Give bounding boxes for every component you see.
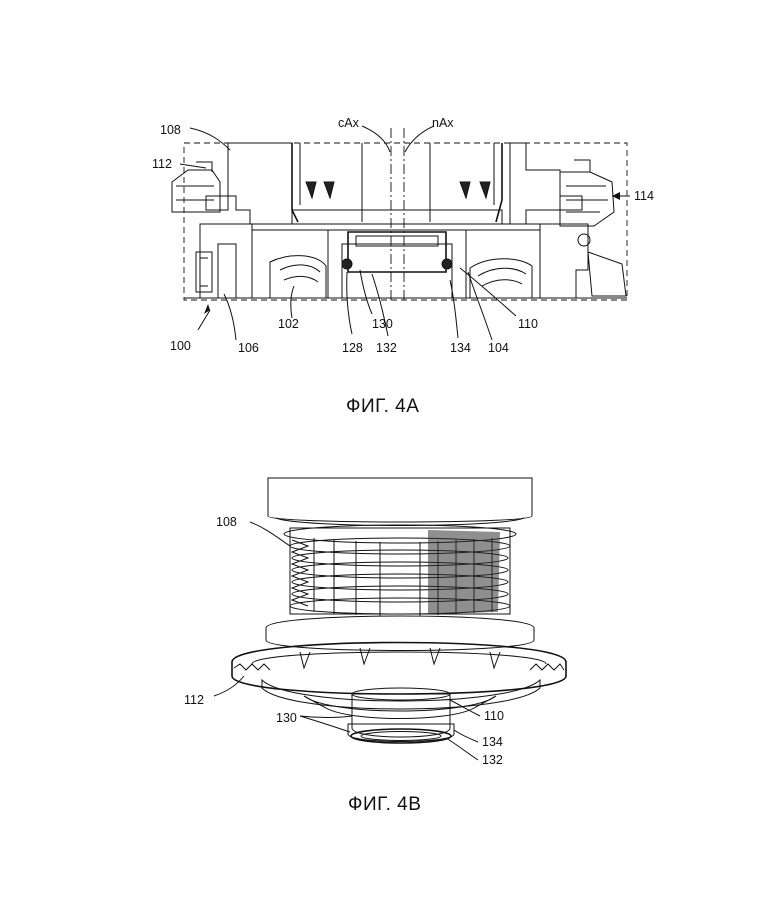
ref-134-b: 134: [482, 735, 503, 749]
ref-110-a: 110: [518, 317, 538, 331]
left-seal-ring: [206, 196, 228, 210]
filter-ribs: [306, 182, 490, 198]
fig4a-leaders: [180, 126, 630, 340]
ref-108-a: 108: [160, 123, 181, 137]
right-filter-seat: [510, 143, 560, 224]
ref-nax: nAx: [432, 116, 454, 130]
clamp-ring-inner: [252, 652, 546, 664]
ref-cax: cAx: [338, 116, 360, 130]
outlet-pipe-left-102: [270, 256, 326, 298]
insert-134: [348, 724, 454, 742]
ref-108-b: 108: [216, 515, 237, 529]
ref-134-a: 134: [450, 341, 471, 355]
caption-fig-4b: ФИГ. 4В: [348, 794, 421, 815]
ref-112-b: 112: [184, 693, 204, 707]
filter-bottom-outer: [252, 224, 540, 230]
left-clamp-ring: [172, 170, 220, 212]
ref-130-a: 130: [372, 317, 393, 331]
ref-102: 102: [278, 317, 299, 331]
left-filter-seat: [228, 143, 292, 224]
ref-128: 128: [342, 341, 363, 355]
caption-fig-4a: ФИГ. 4А: [346, 396, 419, 417]
outlet-pipe-right: [470, 259, 532, 298]
o-ring-right: [442, 259, 452, 269]
arrow-100: [204, 304, 210, 314]
valve-insert-130: [348, 232, 446, 272]
left-clamp-detail: [176, 162, 214, 200]
figure-4a: 108 112 cAx nAx 114 100 106 102 128 130 …: [152, 116, 654, 417]
filter-dark-band: [428, 530, 500, 614]
ref-132-b: 132: [482, 753, 503, 767]
outlet-pipe-left-shade: [280, 265, 320, 282]
filter-bottom-plate: [292, 210, 502, 224]
ref-106: 106: [238, 341, 259, 355]
ref-110-b: 110: [484, 709, 504, 723]
left-housing-section: [200, 224, 252, 298]
ref-114: 114: [634, 189, 654, 203]
o-ring-left-128: [342, 259, 352, 269]
clamp-ring-teeth: [234, 664, 564, 670]
right-clamp-detail: [566, 160, 608, 212]
outlet-pipe-right-shade: [478, 268, 526, 286]
ref-130-b: 130: [276, 711, 297, 725]
right-lower-bracket: [588, 252, 626, 296]
right-clamp-ring: [560, 172, 614, 226]
ref-132-a: 132: [376, 341, 397, 355]
figure-4b: 108 112 130 110 134 132 ФИГ. 4В: [184, 478, 566, 815]
left-boss: [196, 252, 212, 292]
ref-100: 100: [170, 339, 191, 353]
ref-104: 104: [488, 341, 509, 355]
lower-cone: [304, 696, 496, 719]
right-seal-ring: [560, 196, 582, 210]
ref-112-a: 112: [152, 157, 172, 171]
upper-housing: [268, 478, 532, 522]
